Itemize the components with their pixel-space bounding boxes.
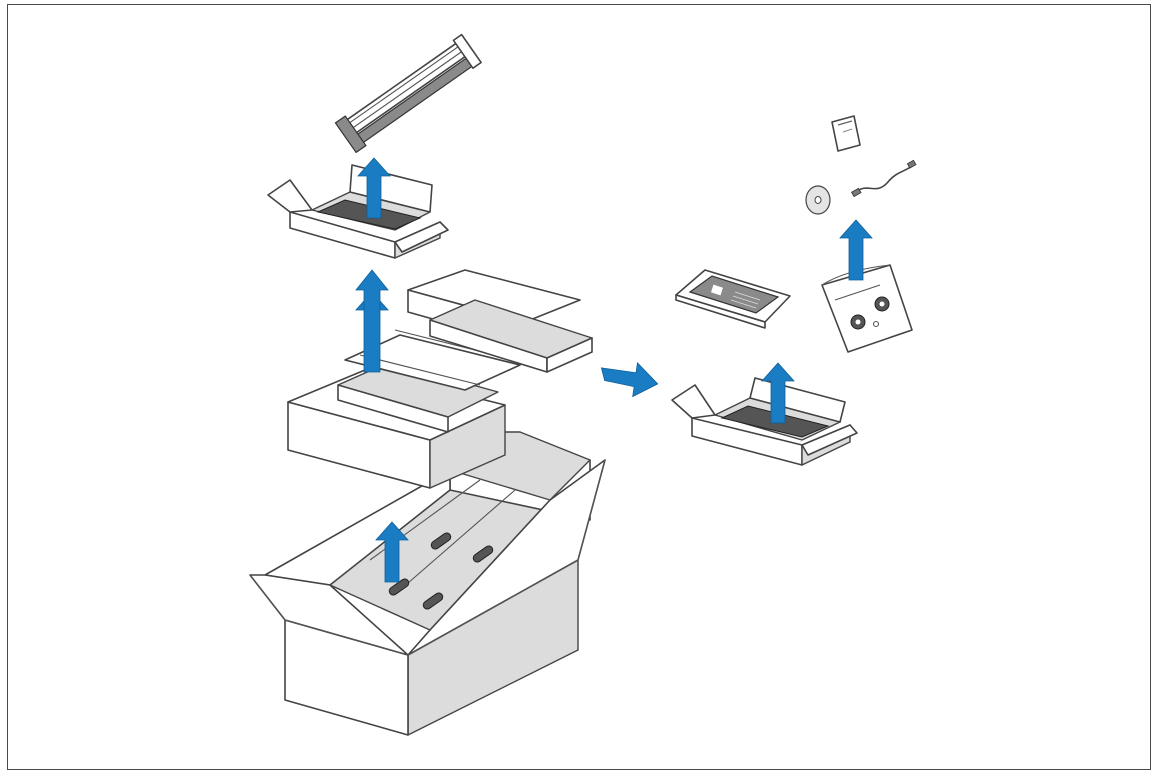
accessory-box xyxy=(671,362,858,466)
lift-foam-arrow-long xyxy=(355,269,389,373)
shipping-carton xyxy=(249,431,606,736)
software-cd xyxy=(805,185,831,215)
documentation xyxy=(831,115,861,152)
figure-frame xyxy=(7,4,1151,770)
rail-kit xyxy=(334,33,482,154)
move-to-accessory-box-arrow xyxy=(600,362,659,398)
front-bezel xyxy=(675,269,791,329)
cable xyxy=(850,159,917,198)
rail-kit-box xyxy=(267,157,449,259)
accessory-bag xyxy=(821,264,913,353)
foam-insert-top xyxy=(287,269,593,489)
